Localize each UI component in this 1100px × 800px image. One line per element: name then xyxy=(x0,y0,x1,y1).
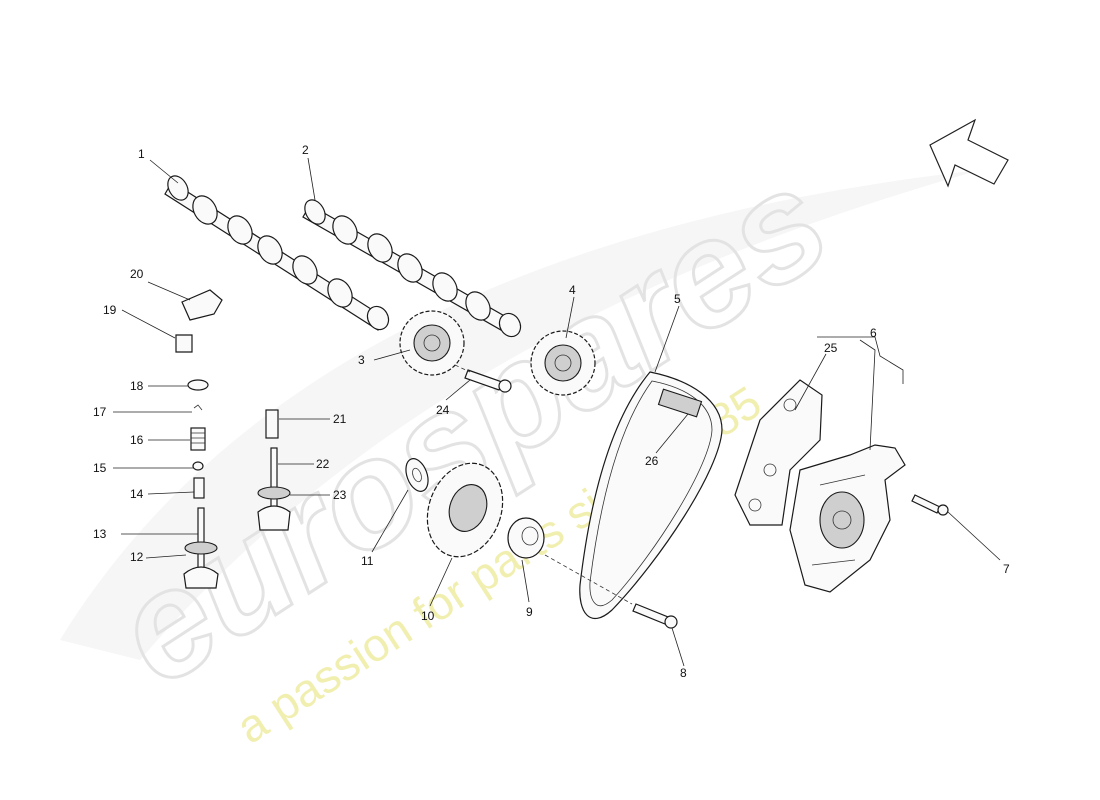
callout-22: 22 xyxy=(316,457,330,471)
callout-20: 20 xyxy=(130,267,144,281)
guide-14 xyxy=(193,477,205,499)
hydraulic-tappet-19 xyxy=(175,334,193,353)
chain-tensioner-26 xyxy=(657,388,703,418)
callout-12: 12 xyxy=(130,550,144,564)
callout-26: 26 xyxy=(645,454,659,468)
callout-23: 23 xyxy=(333,488,347,502)
valve-seat-12 xyxy=(184,541,218,555)
valve-seat-23 xyxy=(257,486,291,500)
bolt-24 xyxy=(464,369,512,393)
callout-13: 13 xyxy=(93,527,107,541)
callout-7: 7 xyxy=(1003,562,1010,576)
callout-18: 18 xyxy=(130,379,144,393)
callout-2: 2 xyxy=(302,143,309,157)
callouts: 1 2 3 4 5 6 7 8 9 10 11 12 13 14 15 16 1… xyxy=(93,143,1010,680)
camshaft-exhaust xyxy=(302,199,522,338)
callout-15: 15 xyxy=(93,461,107,475)
alignment-lines xyxy=(454,364,633,605)
callout-6: 6 xyxy=(870,326,877,340)
callout-5: 5 xyxy=(674,292,681,306)
tappet-21 xyxy=(265,409,279,439)
callout-3: 3 xyxy=(358,353,365,367)
callout-10: 10 xyxy=(421,609,435,623)
valve-parts-right xyxy=(257,409,291,531)
valve-22 xyxy=(257,447,291,531)
callout-16: 16 xyxy=(130,433,144,447)
arrow-up-left-icon xyxy=(929,118,1009,188)
camshaft-adjuster-exhaust xyxy=(530,330,596,396)
callout-19: 19 xyxy=(103,303,117,317)
bolt-7 xyxy=(911,494,949,516)
bolt-8 xyxy=(632,603,678,629)
gasket-25 xyxy=(734,379,823,526)
callout-21: 21 xyxy=(333,412,347,426)
callout-8: 8 xyxy=(680,666,687,680)
callout-4: 4 xyxy=(569,283,576,297)
camshaft-adjuster-intake xyxy=(399,310,465,376)
callout-11: 11 xyxy=(361,554,374,568)
spring-16 xyxy=(190,427,206,451)
callout-14: 14 xyxy=(130,487,144,501)
watermark-swoosh xyxy=(60,170,980,660)
valve-train-parts xyxy=(175,289,223,589)
rocker-arm-20 xyxy=(181,289,223,321)
callout-1: 1 xyxy=(138,147,145,161)
clip-17 xyxy=(193,404,203,411)
camshaft-intake xyxy=(164,175,390,331)
callout-25: 25 xyxy=(824,341,838,355)
washer-18 xyxy=(187,379,209,391)
callout-9: 9 xyxy=(526,605,533,619)
washer-11 xyxy=(405,458,429,492)
callout-17: 17 xyxy=(93,405,107,419)
callout-24: 24 xyxy=(436,403,450,417)
timing-chain-5 xyxy=(579,371,723,620)
sprocket-10 xyxy=(426,462,504,558)
collet-15 xyxy=(192,461,204,471)
valve-13 xyxy=(183,507,219,589)
idler-9 xyxy=(507,517,545,559)
leader-lines xyxy=(113,157,1001,667)
oil-pump-6 xyxy=(789,444,906,593)
